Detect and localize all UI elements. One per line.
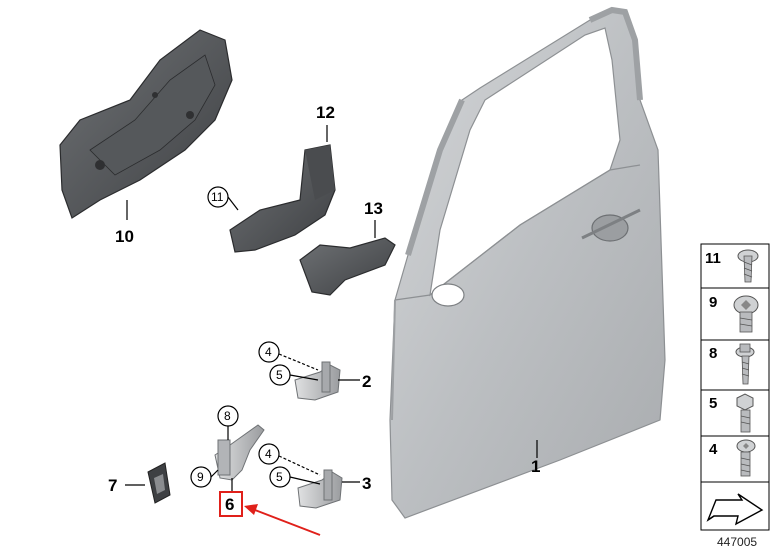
callout-2: 2 [362,372,371,391]
torx-screw-icon [737,249,759,283]
inner-cover-panel [59,29,233,219]
red-arrow [244,504,321,536]
svg-text:11: 11 [211,190,224,204]
svg-text:4: 4 [265,345,272,359]
circled-callout-5-upper: 5 [269,364,291,386]
callout-6: 6 [225,495,234,514]
door-check-strap [214,424,265,481]
legend-number-5: 5 [709,395,717,412]
circled-callout-9: 9 [190,466,212,488]
torx-bolt-icon [736,439,756,477]
svg-text:9: 9 [197,470,204,484]
lower-hinge [297,469,343,509]
leader-lines [125,125,538,492]
circled-callout-11: 11 [207,186,229,208]
legend-number-4: 4 [709,441,718,458]
hex-bolt-icon [736,393,754,433]
callout-10: 10 [115,227,134,246]
door-shell [389,6,666,519]
callout-3: 3 [362,474,371,493]
callout-12: 12 [316,103,335,122]
circled-callout-4-upper: 4 [258,341,280,363]
grommet-seal [147,462,171,504]
circled-callout-4-lower: 4 [258,443,280,465]
arrow-direction-icon [706,493,764,526]
legend-number-8: 8 [709,345,717,362]
bracket-part-13 [299,237,396,296]
upper-hinge [294,361,341,401]
callout-1: 1 [531,457,540,476]
fastener-legend: 11 9 8 5 4 [700,243,770,531]
highlight-box-6 [219,491,243,517]
circled-callout-8: 8 [217,405,239,427]
torx-collar-bolt-icon [733,295,759,333]
hex-flange-screw-icon [735,343,755,385]
legend-number-11: 11 [705,250,721,267]
callout-13: 13 [364,199,383,218]
svg-text:5: 5 [276,368,283,382]
callout-7: 7 [108,476,117,495]
legend-number-9: 9 [709,294,717,311]
diagram-reference-number: 447005 [717,535,757,549]
svg-text:5: 5 [276,470,283,484]
circled-callout-5-lower: 5 [269,466,291,488]
svg-text:8: 8 [224,409,231,423]
svg-text:4: 4 [265,447,272,461]
bracket-part-12 [229,144,336,253]
